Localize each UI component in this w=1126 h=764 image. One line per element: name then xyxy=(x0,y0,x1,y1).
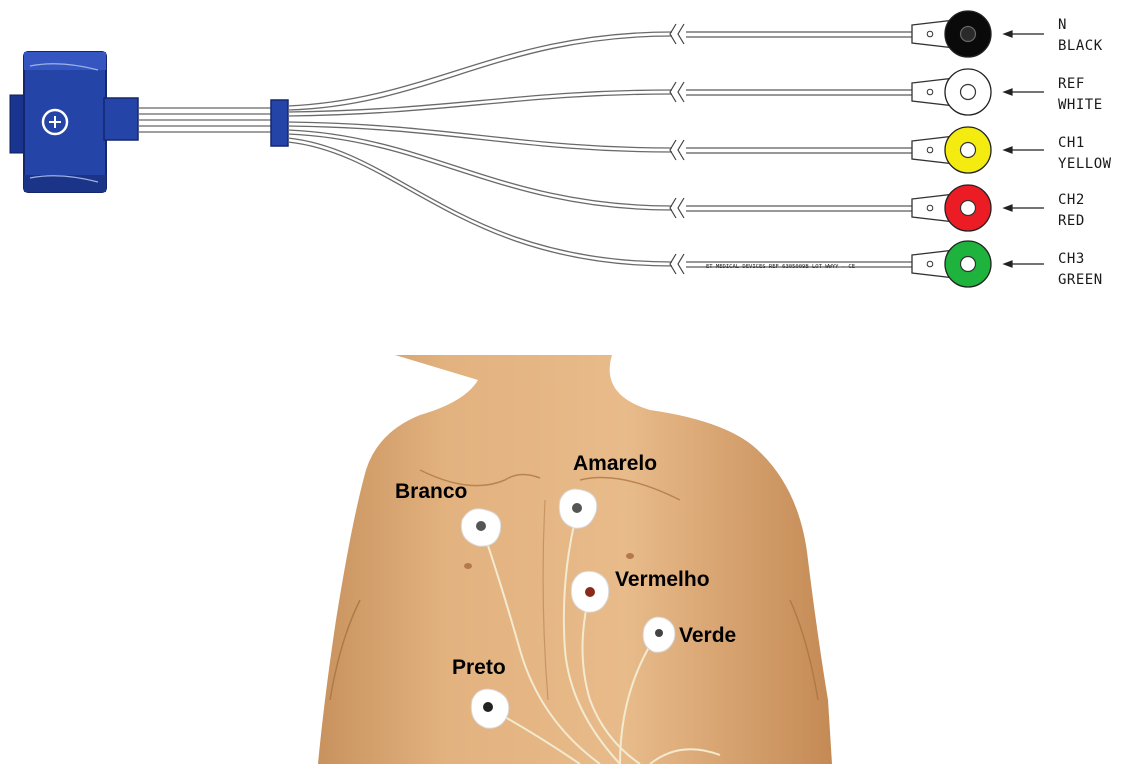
snap-connectors xyxy=(912,11,991,287)
snap-connector-ref xyxy=(912,69,991,115)
lead-color-name: YELLOW xyxy=(1058,154,1112,175)
electrode-preto xyxy=(471,689,508,728)
lead-label-ref: REF WHITE xyxy=(1058,74,1103,116)
lead-label-n: N BLACK xyxy=(1058,15,1103,57)
electrode-label-amarelo: Amarelo xyxy=(573,452,657,476)
snap-connector-ch2 xyxy=(912,185,991,231)
lead-color-name: WHITE xyxy=(1058,95,1103,116)
electrode-label-vermelho: Vermelho xyxy=(615,568,710,592)
lead-color-name: RED xyxy=(1058,211,1085,232)
lead-straight-wires xyxy=(686,32,912,267)
lead-arrows xyxy=(1004,31,1044,267)
electrode-branco xyxy=(461,509,500,546)
snap-connector-ch1 xyxy=(912,127,991,173)
snap-connector-ch3 xyxy=(912,241,991,287)
electrode-label-preto: Preto xyxy=(452,656,506,680)
snap-connector-n xyxy=(912,11,991,57)
lead-label-ch2: CH2 RED xyxy=(1058,190,1085,232)
connector-plug xyxy=(10,52,138,192)
cable-print-text: ET MEDICAL DEVICES REF 6305009B LOT WWYY… xyxy=(706,264,855,270)
snap-disc-hole xyxy=(961,257,976,272)
torso-illustration xyxy=(0,355,1126,764)
snap-disc-hole xyxy=(961,85,976,100)
torso-body xyxy=(318,355,832,764)
electrode-label-branco: Branco xyxy=(395,480,467,504)
cable-diagram: ET MEDICAL DEVICES REF 6305009B LOT WWYY… xyxy=(0,0,1126,310)
electrode-label-verde: Verde xyxy=(679,624,736,648)
lead-code: N xyxy=(1058,15,1103,36)
lead-wires xyxy=(288,32,672,266)
lead-color-name: BLACK xyxy=(1058,36,1103,57)
lead-code: CH3 xyxy=(1058,249,1103,270)
electrode-vermelho xyxy=(571,571,608,612)
lead-code: CH2 xyxy=(1058,190,1085,211)
wire-bundle xyxy=(138,108,272,132)
lead-code: REF xyxy=(1058,74,1103,95)
lead-breaks xyxy=(670,24,684,274)
snap-disc-hole xyxy=(961,201,976,216)
lead-code: CH1 xyxy=(1058,133,1112,154)
snap-disc-hole xyxy=(961,27,976,42)
lead-color-name: GREEN xyxy=(1058,270,1103,291)
lead-label-ch1: CH1 YELLOW xyxy=(1058,133,1112,175)
lead-label-ch3: CH3 GREEN xyxy=(1058,249,1103,291)
strain-relief xyxy=(271,100,288,146)
electrode-verde xyxy=(643,617,675,652)
snap-disc-hole xyxy=(961,143,976,158)
